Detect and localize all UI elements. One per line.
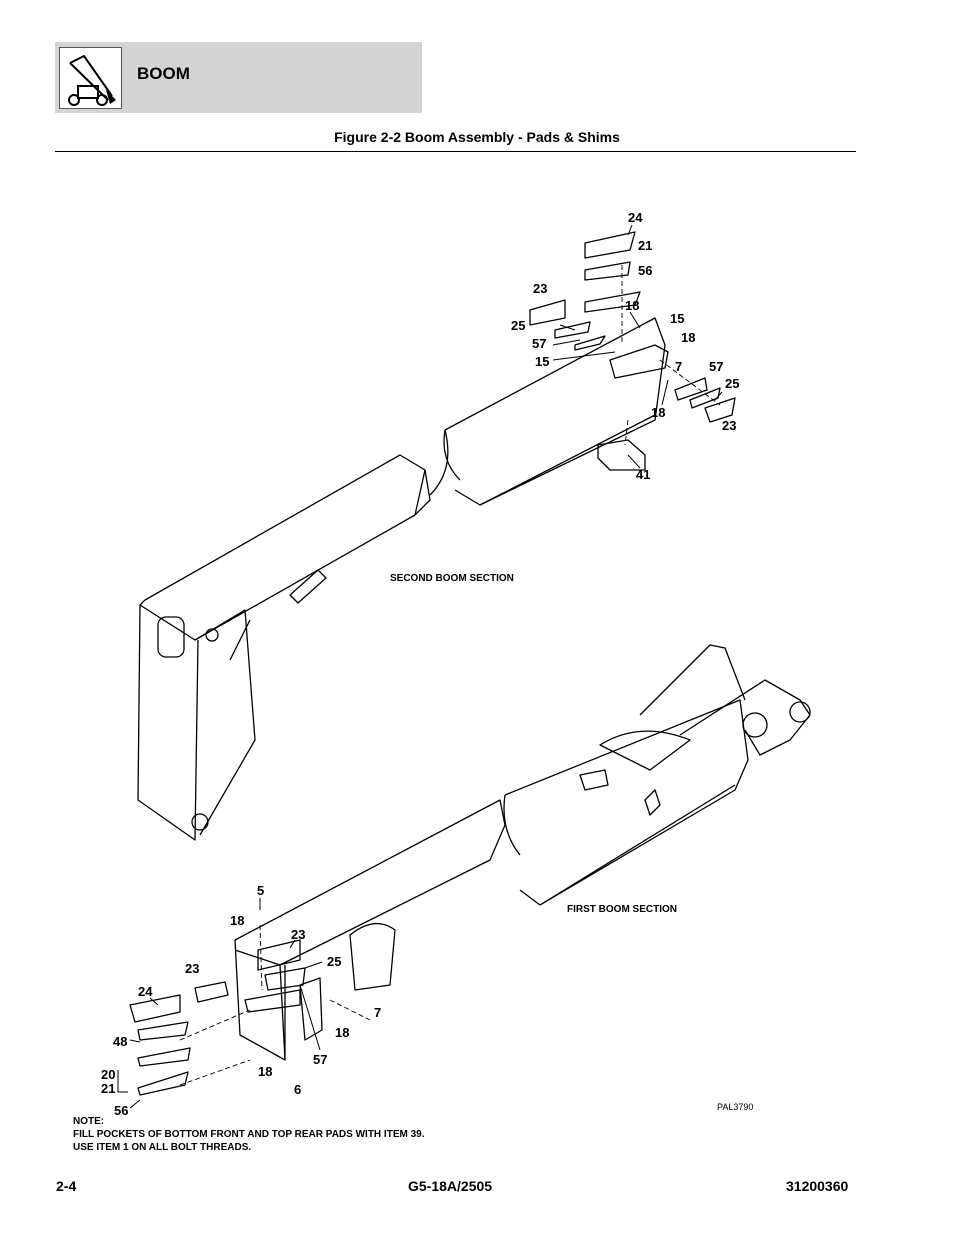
callout-18: 18 xyxy=(258,1064,273,1079)
callout-57: 57 xyxy=(532,336,547,351)
callout-5: 5 xyxy=(257,883,265,898)
callout-23: 23 xyxy=(533,281,548,296)
callout-7: 7 xyxy=(374,1005,382,1020)
callout-56: 56 xyxy=(638,263,653,278)
callout-15: 15 xyxy=(670,311,685,326)
callout-7: 7 xyxy=(675,359,683,374)
callout-23: 23 xyxy=(722,418,737,433)
note-block: NOTE: FILL POCKETS OF BOTTOM FRONT AND T… xyxy=(73,1115,425,1154)
callout-18: 18 xyxy=(681,330,696,345)
second-boom-section-label: SECOND BOOM SECTION xyxy=(390,573,514,584)
callout-57: 57 xyxy=(313,1052,328,1067)
callout-18: 18 xyxy=(335,1025,350,1040)
callout-41: 41 xyxy=(636,467,651,482)
callout-21: 21 xyxy=(101,1081,116,1096)
section-title: BOOM xyxy=(137,64,190,83)
callout-21: 21 xyxy=(638,238,653,253)
callout-15: 15 xyxy=(535,354,550,369)
callout-6: 6 xyxy=(294,1082,302,1097)
callout-18: 18 xyxy=(230,913,245,928)
callout-18: 18 xyxy=(625,298,640,313)
telehandler-icon xyxy=(59,47,122,109)
callout-25: 25 xyxy=(511,318,526,333)
callout-18: 18 xyxy=(651,405,666,420)
callout-25: 25 xyxy=(725,376,740,391)
note-line: USE ITEM 1 ON ALL BOLT THREADS. xyxy=(73,1142,252,1153)
header-rule xyxy=(55,151,856,152)
first-boom-section-label: FIRST BOOM SECTION xyxy=(567,904,677,915)
callout-24: 24 xyxy=(138,984,153,999)
callout-20: 20 xyxy=(101,1067,116,1082)
callout-56: 56 xyxy=(114,1103,129,1118)
callout-25: 25 xyxy=(327,954,342,969)
note-line: FILL POCKETS OF BOTTOM FRONT AND TOP REA… xyxy=(73,1129,425,1140)
callout-24: 24 xyxy=(628,210,643,225)
page-number: 2-4 xyxy=(56,1178,77,1194)
model-number: G5-18A/2505 xyxy=(408,1178,493,1194)
document-number: 31200360 xyxy=(786,1178,849,1194)
callout-23: 23 xyxy=(291,927,306,942)
callout-57: 57 xyxy=(709,359,724,374)
note-heading: NOTE: xyxy=(73,1116,105,1127)
callout-23: 23 xyxy=(185,961,200,976)
callout-48: 48 xyxy=(113,1034,128,1049)
drawing-id: PAL3790 xyxy=(717,1102,754,1112)
figure-title: Figure 2-2 Boom Assembly - Pads & Shims xyxy=(334,129,620,145)
